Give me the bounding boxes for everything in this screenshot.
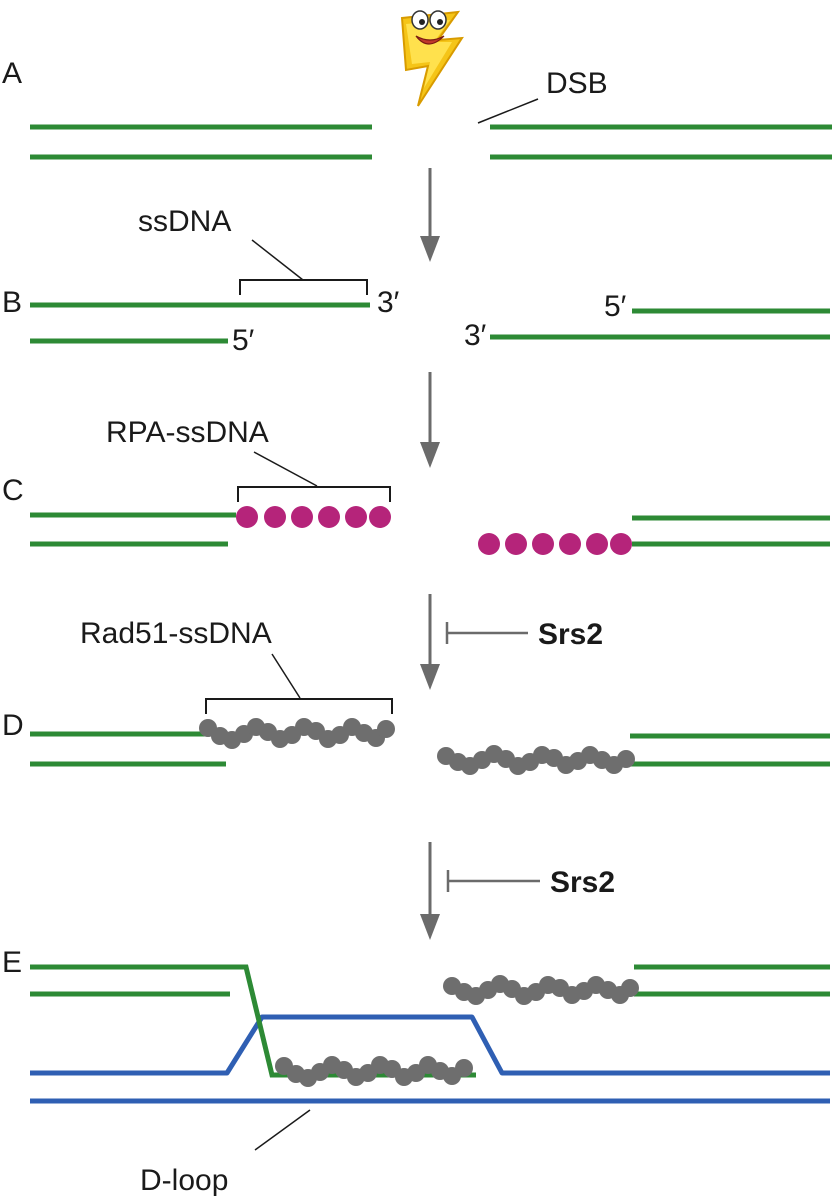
panel-letter-a: A bbox=[2, 57, 22, 90]
rpa-ssdna-leader-line bbox=[253, 451, 318, 487]
rad51-filament-d-left bbox=[199, 718, 395, 749]
arrow-c-to-d bbox=[420, 594, 440, 690]
srs2-label-second: Srs2 bbox=[550, 866, 615, 899]
rad51-ssdna-label: Rad51-ssDNA bbox=[80, 617, 272, 650]
three-prime-left-label: 3′ bbox=[377, 286, 400, 319]
srs2-inhibition-second: Srs2 bbox=[446, 866, 615, 899]
rpa-cluster-left bbox=[236, 506, 391, 528]
srs2-label-first: Srs2 bbox=[538, 618, 603, 651]
srs2-inhibition-first: Srs2 bbox=[445, 618, 603, 651]
rad51-ssdna-bracket bbox=[205, 698, 393, 714]
panel-e: E D-loop bbox=[2, 946, 830, 1197]
ssdna-label: ssDNA bbox=[138, 205, 231, 238]
panel-letter-e: E bbox=[2, 946, 22, 979]
panel-d: D Rad51-ssDNA bbox=[2, 617, 830, 775]
dloop-leader-line bbox=[254, 1109, 311, 1151]
five-prime-right-label: 5′ bbox=[604, 290, 627, 323]
lightning-bolt-cartoon-icon bbox=[400, 10, 464, 107]
three-prime-right-label: 3′ bbox=[464, 319, 487, 352]
rad51-filament-d-right bbox=[437, 745, 635, 775]
panel-b: B ssDNA 3′ 5′ 3′ 5′ bbox=[2, 205, 830, 357]
panel-letter-c: C bbox=[2, 474, 24, 507]
panel-letter-b: B bbox=[2, 286, 22, 319]
panel-letter-d: D bbox=[2, 709, 24, 742]
dloop-label: D-loop bbox=[140, 1164, 228, 1197]
arrow-d-to-e bbox=[420, 842, 440, 940]
ssdna-bracket bbox=[239, 279, 368, 295]
rad51-filament-e-dloop bbox=[275, 1056, 473, 1087]
ssdna-leader-line bbox=[251, 239, 304, 281]
dsb-leader-line bbox=[477, 98, 539, 124]
arrow-a-to-b bbox=[420, 168, 440, 262]
rpa-ssdna-bracket bbox=[237, 486, 391, 502]
rpa-cluster-right bbox=[478, 533, 632, 555]
rad51-filament-e-right bbox=[443, 975, 639, 1005]
dsb-label: DSB bbox=[546, 67, 608, 100]
panel-c: C RPA-ssDNA bbox=[2, 416, 830, 555]
donor-strand-displaced bbox=[30, 1014, 830, 1076]
rpa-ssdna-label: RPA-ssDNA bbox=[106, 416, 269, 449]
arrow-b-to-c bbox=[420, 372, 440, 468]
rad51-ssdna-leader-line bbox=[271, 653, 301, 699]
five-prime-left-label: 5′ bbox=[232, 324, 255, 357]
invading-strand bbox=[30, 964, 476, 1078]
panel-a: A DSB bbox=[2, 10, 832, 160]
